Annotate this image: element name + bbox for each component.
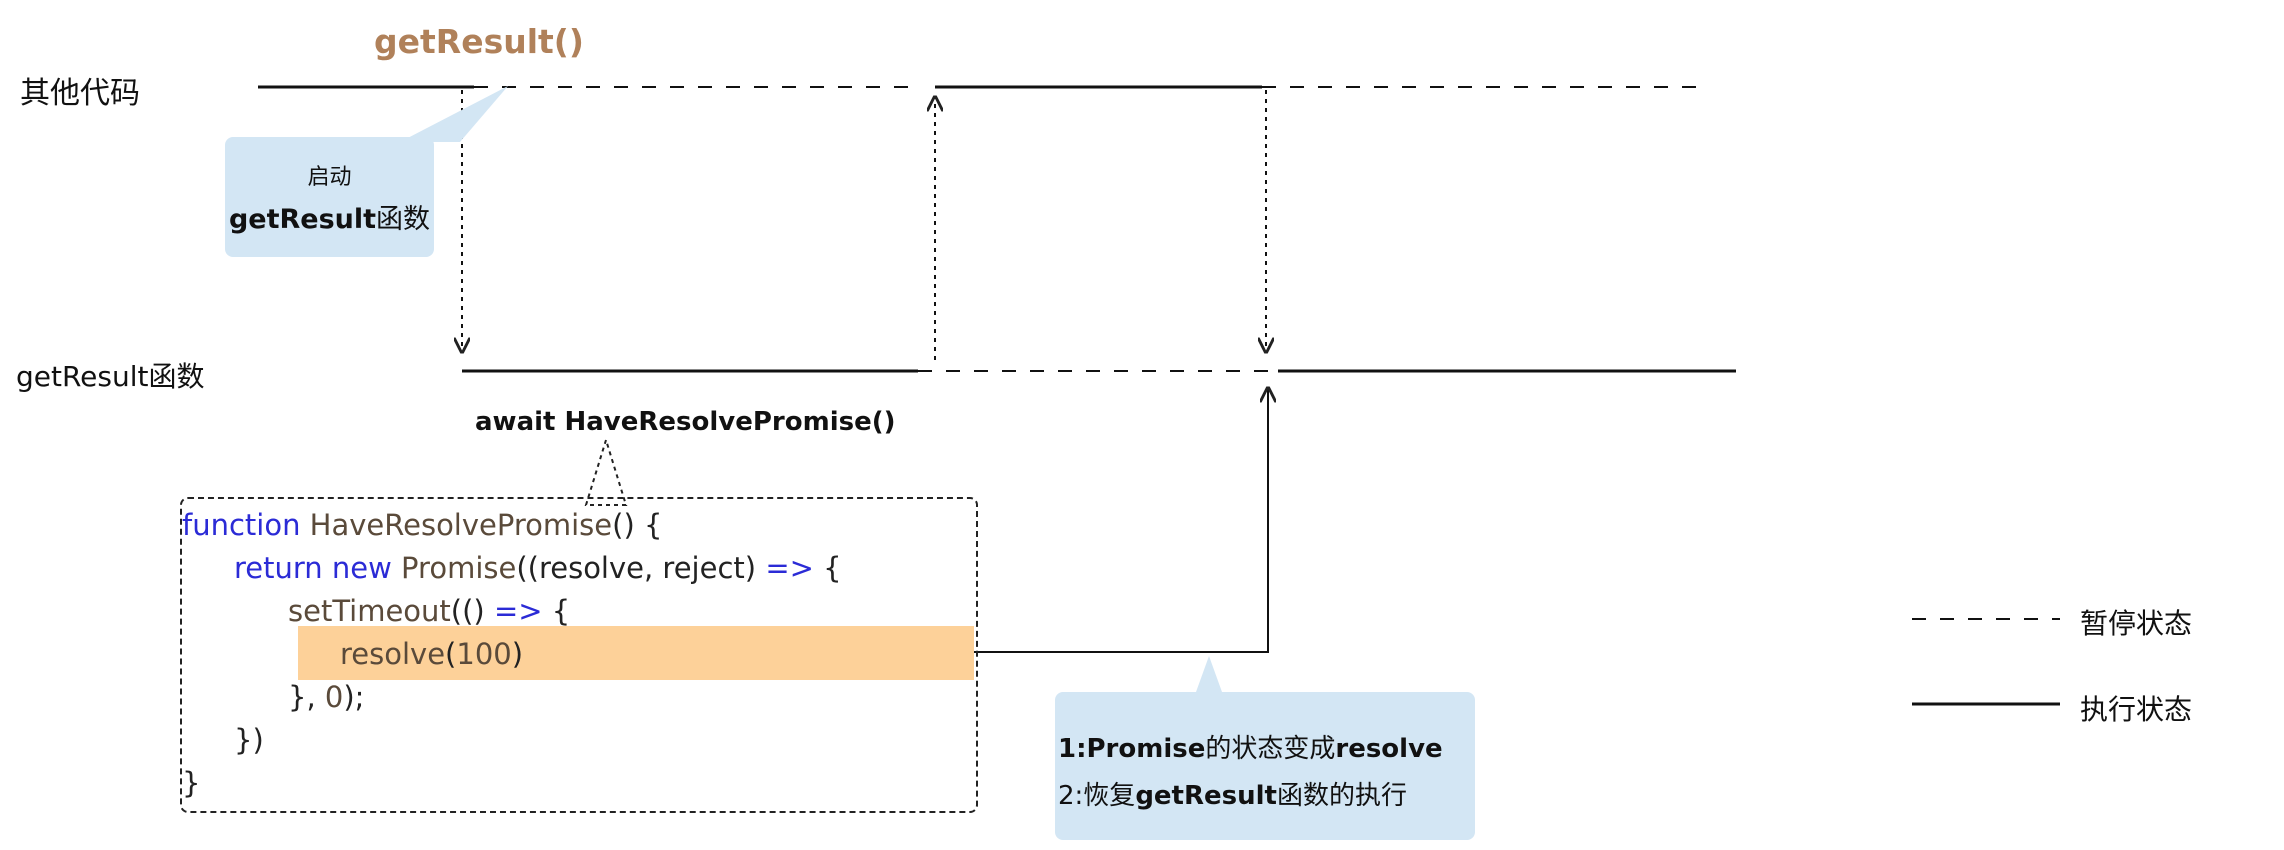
callout-start-line2: getResult函数 bbox=[225, 197, 434, 236]
callout-resolve-item1: 1:Promise的状态变成resolve bbox=[1058, 734, 1443, 764]
legend-paused-label: 暂停状态 bbox=[2080, 607, 2193, 640]
callout-start-pointer bbox=[400, 86, 508, 142]
code-box bbox=[180, 497, 978, 813]
callout-start-fn: getResult bbox=[228, 204, 377, 235]
await-pointer bbox=[584, 436, 628, 506]
code-line-3: setTimeout(() => { bbox=[288, 594, 571, 628]
code-line-7: } bbox=[182, 766, 201, 800]
legend-running-label: 执行状态 bbox=[2080, 693, 2193, 726]
callout-resolve-item2: 2:恢复getResult函数的执行 bbox=[1058, 781, 1407, 811]
code-line-5: }, 0); bbox=[288, 680, 365, 714]
callout-resolve: 1:Promise的状态变成resolve 2:恢复getResult函数的执行 bbox=[1055, 692, 1475, 840]
callout-resolve-pointer bbox=[1196, 656, 1222, 692]
code-line-6: }) bbox=[234, 723, 264, 757]
resolve-connector bbox=[974, 388, 1268, 653]
code-line-4: resolve(100) bbox=[340, 637, 524, 671]
lane-label-other-code: 其他代码 bbox=[20, 76, 140, 111]
code-line-2: return new Promise((resolve, reject) => … bbox=[234, 551, 842, 585]
callout-start-suffix: 函数 bbox=[376, 204, 431, 235]
code-line-1: function HaveResolvePromise() { bbox=[182, 508, 663, 542]
call-label: getResult() bbox=[374, 22, 584, 61]
lane-label-getresult: getResult函数 bbox=[16, 360, 205, 393]
resolve-highlight bbox=[298, 626, 974, 680]
await-label: await HaveResolvePromise() bbox=[475, 407, 896, 437]
callout-start-line1: 启动 bbox=[307, 165, 352, 190]
callout-start: 启动 getResult函数 bbox=[225, 137, 434, 257]
